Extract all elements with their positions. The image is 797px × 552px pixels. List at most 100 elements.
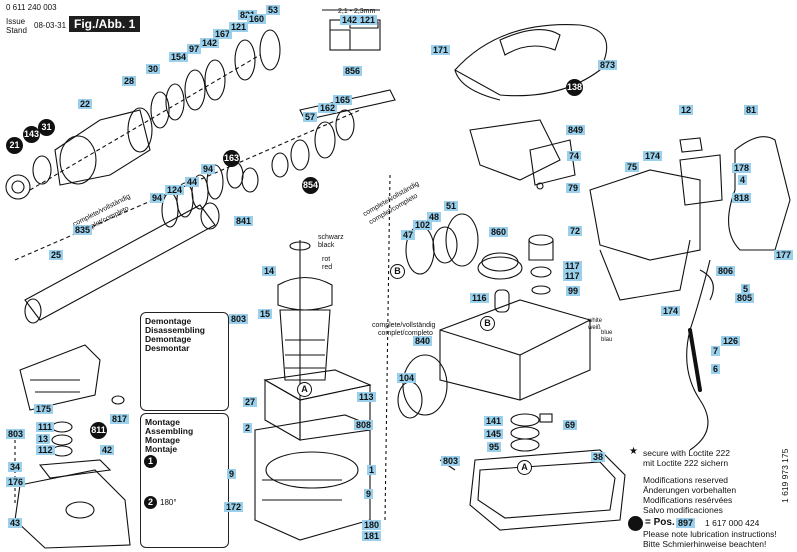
part-callout: 167 [213,29,233,39]
wire-label-white: white weiß [588,318,603,331]
part-callout: 806 [716,266,736,276]
part-callout: 835 [73,225,93,235]
part-callout: 817 [110,414,130,424]
disassembling-line-3: Demontage [145,334,192,344]
part-callout: 72 [568,226,583,236]
assembling-line-4: Montaje [145,444,178,454]
part-callout: 162 [318,103,338,113]
loctite-star: ★ [629,446,638,457]
part-callout: 177 [774,250,794,260]
part-callout: 79 [566,183,581,193]
part-callout: 113 [357,392,376,402]
part-callout: 180 [362,520,382,530]
pos-number: 897 [676,518,696,528]
part-callout: 117 [563,261,582,271]
disassembling-line-1: Demontage [145,316,192,326]
part-callout: 97 [187,44,202,54]
pos-prefix: = Pos. [645,517,675,528]
part-callout: 873 [598,60,618,70]
wire-label-schwarz: schwarz [318,234,344,241]
part-callout: 5 [741,284,751,294]
part-callout: 27 [243,397,258,407]
assembling-line-3: Montage [145,435,180,445]
modifications-4: Salvo modificaciones [643,505,723,515]
loctite-en: secure with Loctite 222 [643,448,730,458]
part-callout-circled: 31 [38,119,55,136]
part-callout: 99 [566,286,581,296]
part-callout: 126 [721,336,741,346]
loctite-de: mit Loctite 222 sichern [643,458,729,468]
part-callout: 142 [200,38,220,48]
part-callout-circled: 163 [223,150,240,167]
part-callout: 841 [234,216,254,226]
part-callout: 124 [165,185,185,195]
note-de: Bitte Schmierhinweise beachten! [643,539,767,549]
part-callout: 22 [78,99,93,109]
part-callout-circled: 21 [6,137,23,154]
complete-label-4: complet/completo [378,330,433,337]
part-callout: 47 [401,230,416,240]
lubrication-dot [628,516,643,531]
assembling-line-1: Montage [145,417,180,427]
part-callout: 803 [229,314,249,324]
part-callout: 102 [413,220,433,230]
part-callout-circled: 143 [23,126,40,143]
part-callout: 74 [567,151,582,161]
part-callout: 14 [262,266,277,276]
part-callout: 42 [100,445,115,455]
part-callout: 121 [229,22,249,32]
part-callout: 4 [738,175,748,185]
part-callout: 104 [397,373,417,383]
disassembling-line-2: Disassembling [145,325,205,335]
part-callout-circled: 854 [302,177,319,194]
issue-label: Issue [6,17,26,26]
rotation-angle: 180° [160,498,177,507]
part-callout: 57 [303,112,318,122]
part-callout: 141 [484,416,504,426]
pos-part-no: 1 617 000 424 [705,518,760,528]
part-callout-circled: 811 [90,422,107,439]
part-callout: 44 [185,177,200,187]
part-callout: 818 [732,193,752,203]
step-2-marker: 2 [144,496,157,509]
part-callout: 95 [487,442,502,452]
marker-b-1: B [390,264,405,279]
stand-label: Stand [6,26,27,35]
part-callout: 165 [333,95,353,105]
part-callout: 69 [563,420,578,430]
part-callout: 94 [150,193,165,203]
doc-number: 0 611 240 003 [6,3,57,12]
part-callout: 75 [625,162,640,172]
part-callout: 160 [247,14,267,24]
part-callout: 48 [427,212,442,222]
issue-date: 08-03-31 [34,21,67,30]
part-callout: 94 [201,164,216,174]
part-callout: 112 [36,445,55,455]
modifications-3: Modifications resérvées [643,495,733,505]
part-callout: 142 [340,15,360,25]
part-callout: 51 [444,201,459,211]
part-callout: 178 [732,163,752,173]
part-callout: 805 [735,293,755,303]
figure-label: Fig./Abb. 1 [69,16,141,32]
part-callout: 117 [563,271,582,281]
part-callout: 181 [362,531,382,541]
part-callout: 81 [744,105,759,115]
part-callout: 9 [364,489,374,499]
part-callout: 849 [566,125,586,135]
part-callout: 840 [413,336,433,346]
part-callout: 2 [243,423,253,433]
marker-a-2: A [297,382,312,397]
part-callout: 43 [8,518,23,528]
step-1-marker: 1 [144,455,157,468]
marker-a-1: A [517,460,532,475]
part-callout: 174 [643,151,663,161]
part-callout: 171 [431,45,451,55]
part-callout: 7 [711,346,721,356]
assembling-box: Montage Assembling Montage Montaje [140,413,229,548]
part-callout: 6 [711,364,721,374]
part-callout: 28 [122,76,137,86]
part-callout: 803 [441,456,461,466]
note-en: Please note lubrication instructions! [643,529,777,539]
